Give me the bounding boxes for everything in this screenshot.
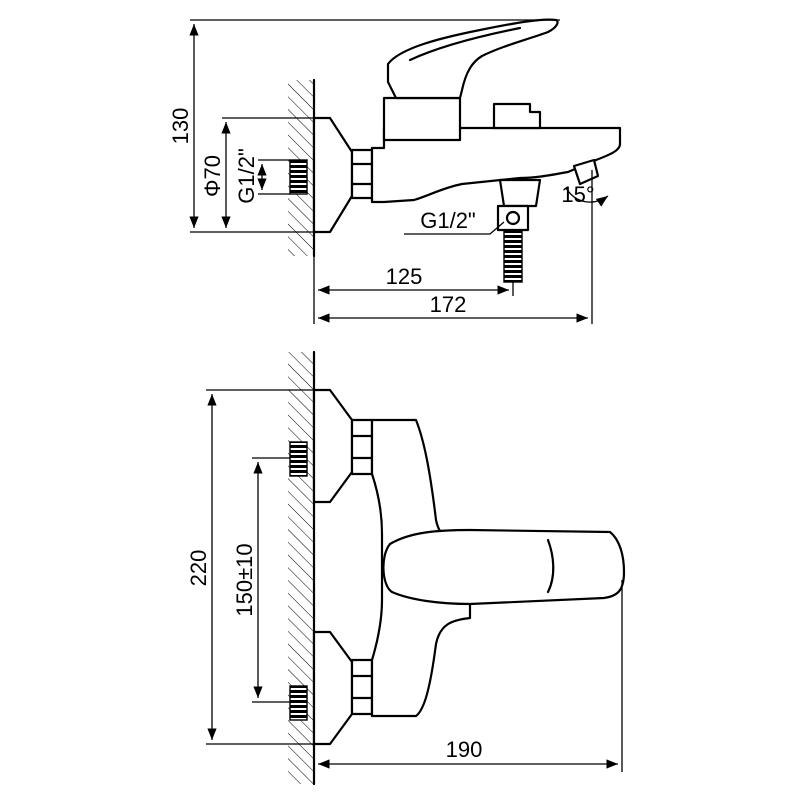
side-angle-arc	[565, 187, 609, 207]
label-190: 190	[446, 737, 483, 762]
dim-projection-190: 190	[313, 580, 623, 784]
label-angle-15: 15°	[561, 182, 594, 207]
label-phi70: Φ70	[200, 155, 225, 197]
dim-height-220: 220	[186, 389, 314, 745]
side-handle-base	[382, 96, 462, 142]
dim-diameter-70: Φ70	[200, 117, 314, 228]
front-upper-nut	[350, 418, 374, 476]
front-lever-handle	[382, 528, 626, 606]
label-172: 172	[430, 292, 467, 317]
dim-inlet-thread: G1/2"	[234, 148, 290, 204]
label-150-10: 150±10	[232, 543, 257, 616]
side-flange	[312, 116, 354, 234]
label-inlet-g12: G1/2"	[234, 148, 259, 204]
side-nut	[350, 148, 374, 200]
label-130: 130	[168, 108, 193, 145]
front-lower-flange	[312, 630, 354, 746]
front-lower-nut	[350, 658, 374, 716]
side-mixer-body	[370, 126, 622, 204]
front-view: 220 150±10 190	[186, 350, 626, 786]
dim-depth-125: 125	[313, 256, 514, 324]
front-lower-thread	[289, 685, 308, 721]
label-outlet-g12: G1/2"	[420, 208, 476, 233]
dim-centers-150: 150±10	[232, 457, 290, 703]
side-wall-thread	[289, 159, 308, 195]
front-upper-flange	[312, 388, 354, 504]
front-upper-thread	[289, 441, 308, 477]
side-view: 130 Φ70 G1/2" G1/2" 15° 125	[168, 18, 622, 324]
side-lever-handle	[386, 18, 559, 100]
label-125: 125	[386, 264, 423, 289]
side-shower-outlet	[496, 178, 542, 283]
dim-outlet-thread: G1/2"	[404, 208, 505, 235]
dim-height-130: 130	[168, 19, 560, 233]
side-diverter-knob	[492, 102, 542, 130]
dim-depth-172: 172	[318, 292, 588, 323]
label-220: 220	[186, 550, 211, 587]
